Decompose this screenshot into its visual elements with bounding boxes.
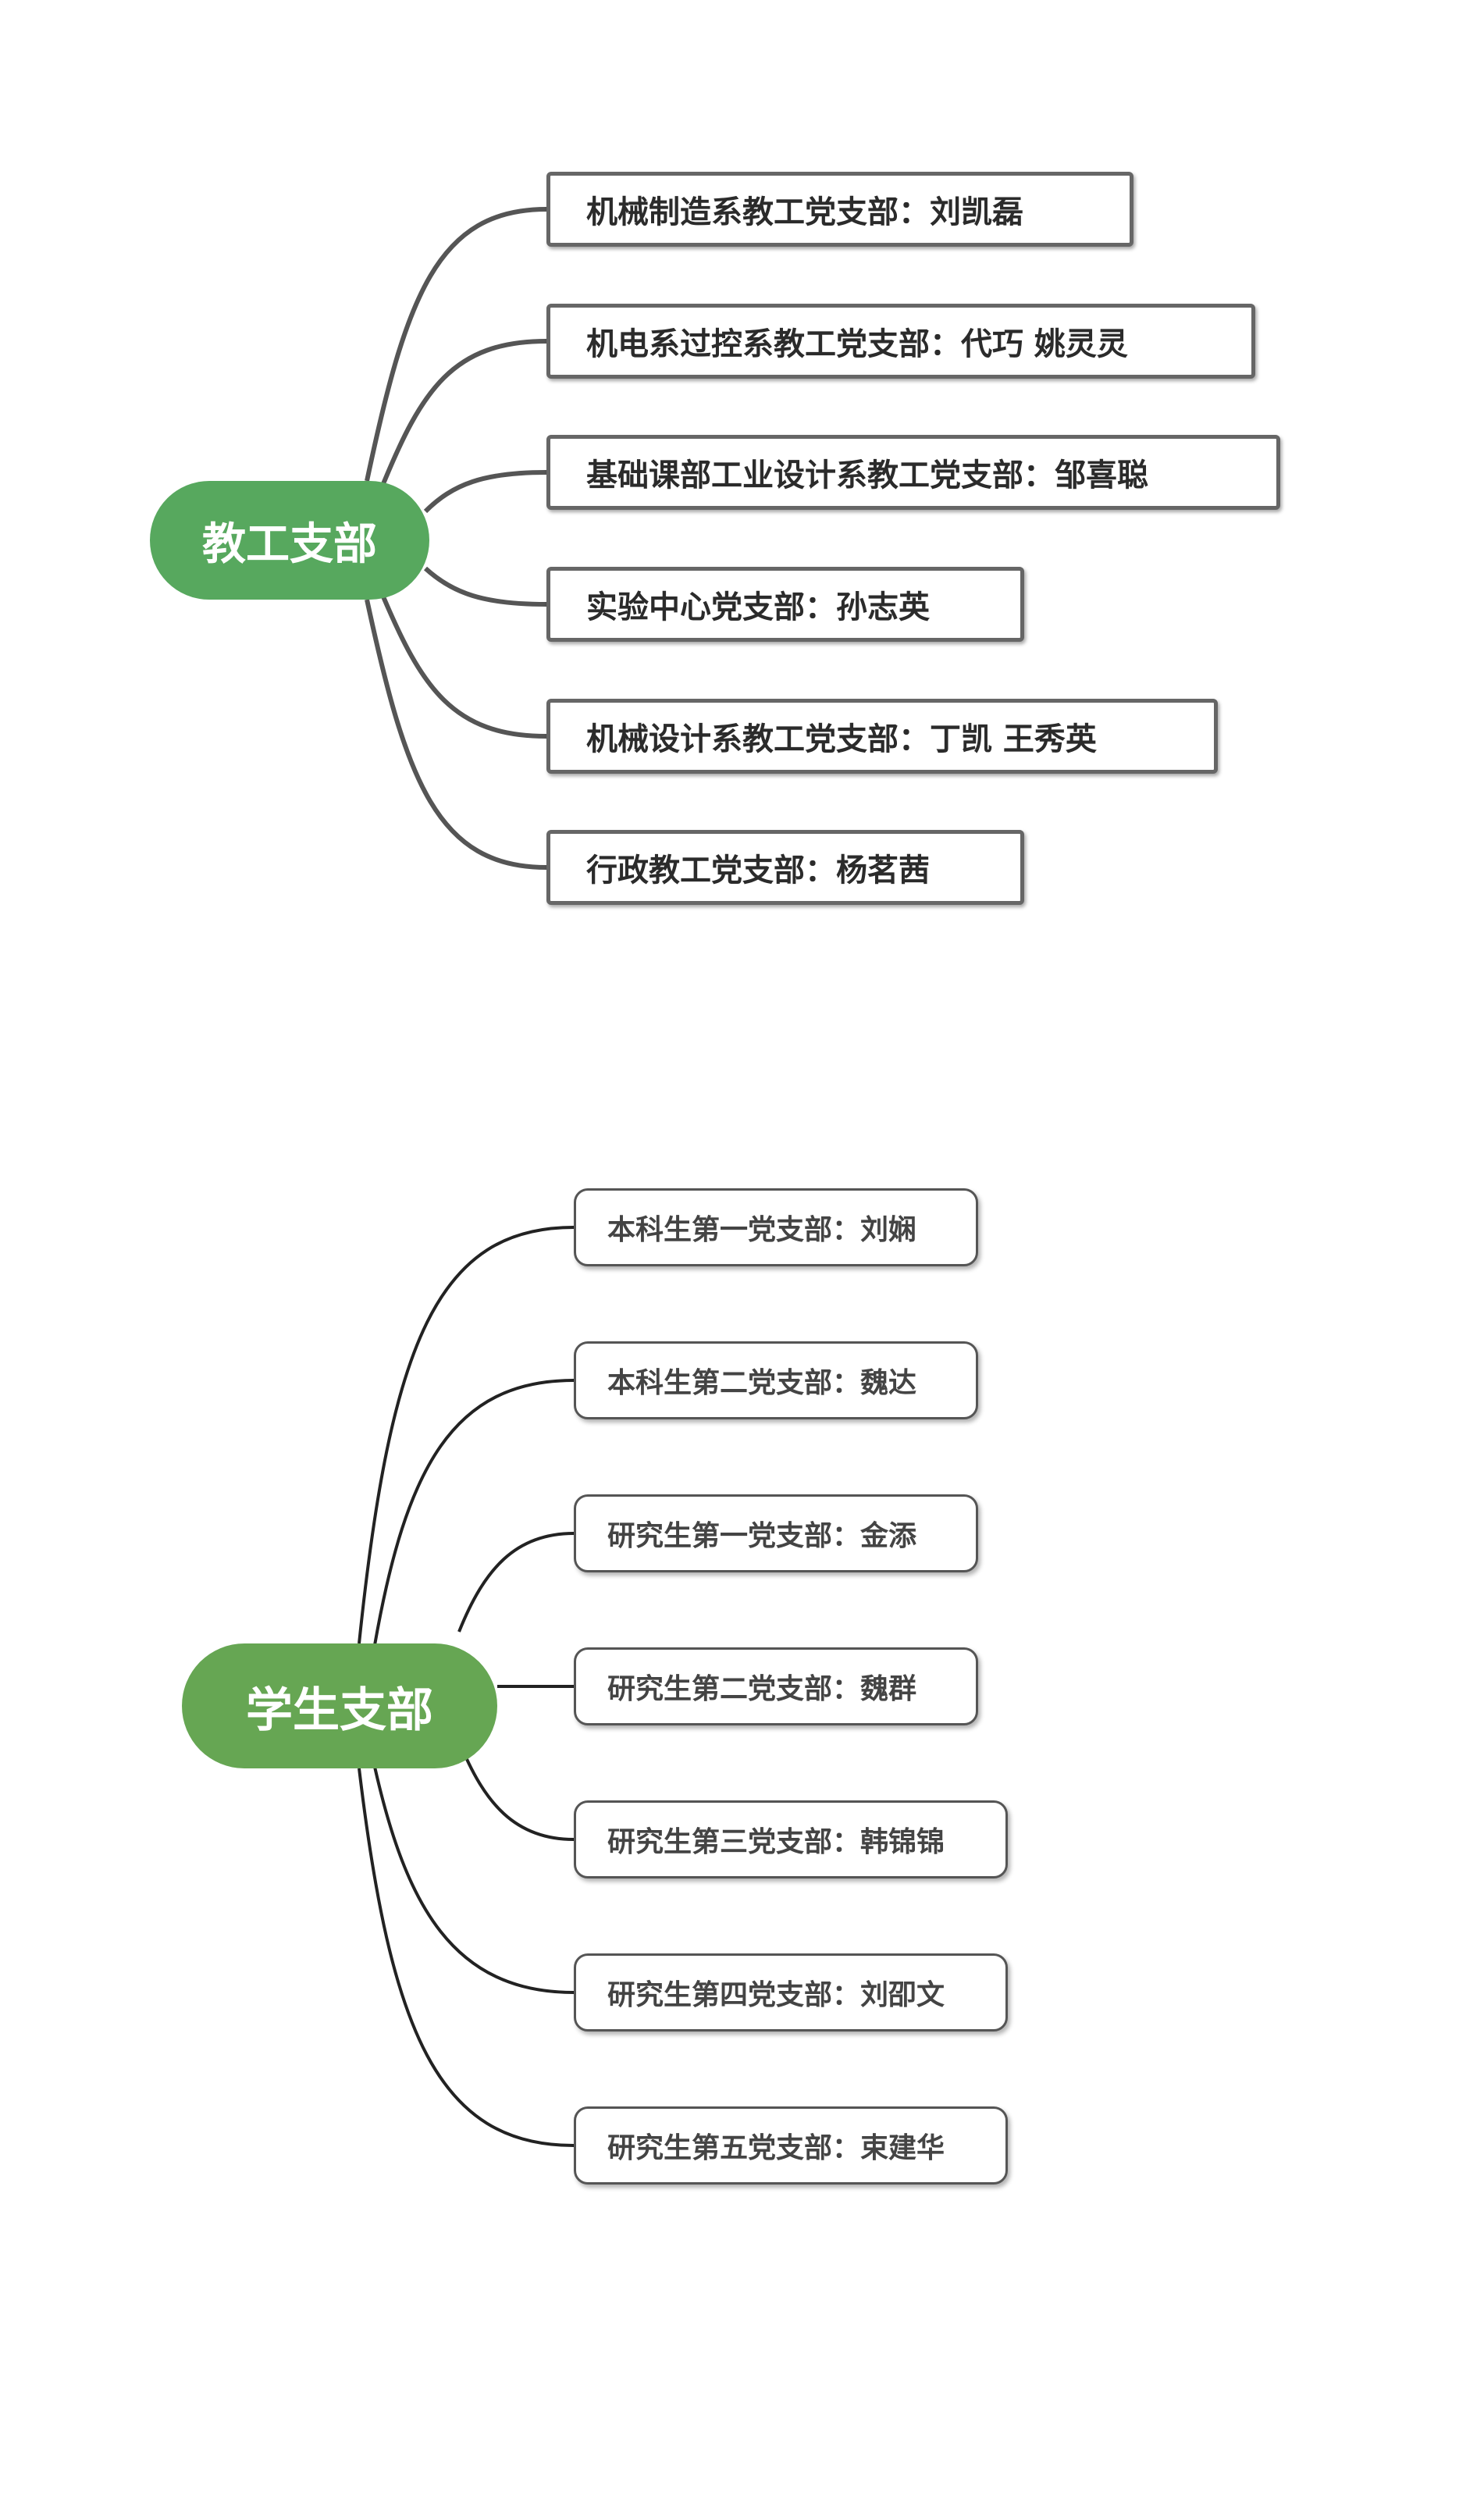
connector-d2-3	[457, 1532, 575, 1633]
branch-node: 行政教工党支部：杨茗茜	[546, 830, 1024, 905]
branch-node: 机械制造系教工党支部：刘凯磊	[546, 172, 1133, 247]
branch-node: 研究生第三党支部：韩锦锦	[574, 1800, 1008, 1878]
connector-d1-1	[365, 207, 547, 482]
branch-node: 研究生第一党支部：金添	[574, 1494, 978, 1572]
connector-d1-2	[380, 339, 547, 487]
connector-d2-2	[373, 1379, 575, 1646]
branch-node: 实验中心党支部：孙志英	[546, 567, 1024, 642]
branch-node: 研究生第四党支部：刘卲文	[574, 1953, 1008, 2031]
connector-d1-4	[423, 566, 547, 607]
root-node-staff: 教工支部	[150, 481, 429, 600]
connector-d1-5	[380, 593, 547, 739]
connector-d2-5	[457, 1740, 575, 1841]
branch-node: 机电系过控系教工党支部：代巧 姚灵灵	[546, 304, 1255, 379]
branch-node: 研究生第二党支部：魏群	[574, 1647, 978, 1725]
connector-d1-6	[365, 599, 547, 870]
branch-node: 本科生第一党支部：刘娴	[574, 1188, 978, 1266]
connector-d1-3	[423, 470, 547, 514]
branch-node: 研究生第五党支部：束建华	[574, 2106, 1008, 2185]
branch-node: 机械设计系教工党支部：丁凯 王秀英	[546, 699, 1218, 774]
branch-node: 本科生第二党支部：魏达	[574, 1341, 978, 1419]
root-node-students: 学生支部	[182, 1643, 497, 1768]
connector-d2-6	[373, 1766, 575, 1994]
connector-d2-1	[358, 1226, 575, 1644]
connector-d2-7	[358, 1768, 575, 2147]
branch-node: 基础课部工业设计系教工党支部：邹喜聪	[546, 435, 1280, 510]
